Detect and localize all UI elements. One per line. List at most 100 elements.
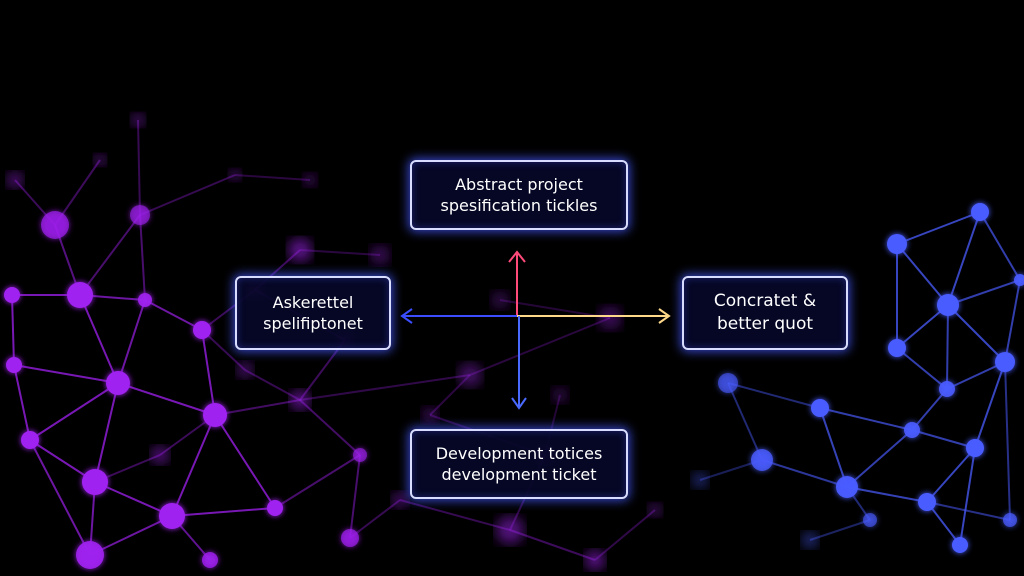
node-line: Askerettel — [272, 293, 354, 312]
purple-network-node — [370, 245, 390, 265]
blue-network-edge — [809, 519, 871, 541]
purple-network-edge — [469, 317, 611, 376]
node-left: Askerettel spelifiptonet — [235, 276, 391, 350]
purple-network-node — [202, 552, 218, 568]
blue-network-edge — [896, 211, 981, 245]
blue-network-node — [966, 439, 984, 457]
purple-network-node — [6, 357, 22, 373]
purple-network-node — [648, 503, 662, 517]
purple-network-edge — [274, 454, 361, 509]
purple-network-node — [106, 371, 130, 395]
purple-network-node — [193, 321, 211, 339]
purple-network-node — [392, 492, 408, 508]
purple-network-edge — [299, 249, 381, 256]
purple-network-edge — [299, 374, 471, 401]
blue-network-node — [918, 493, 936, 511]
blue-network-edge — [1004, 279, 1021, 363]
purple-network-node — [94, 154, 106, 166]
blue-network-edge — [1004, 361, 1011, 521]
blue-network-edge — [819, 407, 848, 488]
purple-network-node — [76, 541, 104, 569]
purple-network-edge — [171, 414, 216, 517]
purple-network-node — [267, 500, 283, 516]
purple-network-node — [598, 306, 622, 330]
blue-network-edge — [974, 361, 1006, 449]
purple-network-edge — [299, 399, 361, 456]
purple-network-edge — [594, 509, 656, 561]
purple-network-node — [4, 287, 20, 303]
purple-network-node — [130, 205, 150, 225]
blue-network-node — [802, 532, 818, 548]
blue-network-edge — [946, 304, 949, 390]
arrow-to-top — [508, 250, 526, 316]
purple-network-node — [203, 403, 227, 427]
purple-network-edge — [117, 382, 216, 416]
purple-network-edge — [11, 294, 15, 366]
purple-network-edge — [79, 294, 119, 384]
purple-network-edge — [89, 515, 173, 556]
blue-network-node — [692, 472, 708, 488]
purple-network-edge — [349, 454, 361, 539]
blue-network-edge — [846, 486, 928, 503]
purple-network-node — [496, 516, 524, 544]
purple-network-node — [138, 293, 152, 307]
purple-network-node — [41, 211, 69, 239]
purple-network-node — [491, 291, 509, 309]
blue-network-node — [863, 513, 877, 527]
node-abstract-project: Abstract project spesification tickles — [410, 160, 628, 230]
blue-network-edge — [947, 304, 1006, 363]
purple-network-node — [290, 390, 310, 410]
arrow-to-bottom — [511, 316, 527, 410]
purple-network-edge — [29, 382, 119, 441]
blue-network-edge — [926, 501, 961, 546]
purple-network-node — [552, 387, 568, 403]
purple-network-node — [303, 173, 317, 187]
purple-network-node — [159, 503, 185, 529]
arrow-to-right — [517, 308, 671, 324]
purple-network-edge — [214, 414, 276, 509]
blue-network-edge — [896, 347, 948, 390]
node-line: spesification tickles — [440, 196, 598, 215]
purple-network-edge — [13, 364, 119, 384]
node-line: development ticket — [441, 465, 597, 484]
purple-network-edge — [144, 299, 203, 331]
purple-network-edge — [234, 174, 311, 181]
blue-network-node — [887, 234, 907, 254]
blue-network-node — [904, 422, 920, 438]
purple-network-edge — [94, 481, 173, 517]
node-line: spelifiptonet — [263, 314, 363, 333]
blue-network-edge — [727, 382, 763, 461]
purple-network-edge — [349, 499, 401, 539]
blue-network-node — [718, 373, 738, 393]
blue-network-node — [888, 339, 906, 357]
purple-network-node — [229, 169, 241, 181]
purple-network-node — [585, 550, 605, 570]
purple-network-node — [422, 407, 438, 423]
blue-network-edge — [947, 279, 1021, 306]
node-line: Abstract project — [455, 175, 583, 194]
purple-network-edge — [94, 382, 119, 483]
blue-network-edge — [979, 211, 1021, 281]
blue-network-edge — [947, 211, 981, 306]
purple-network-edge — [139, 174, 236, 216]
purple-network-edge — [201, 329, 246, 371]
purple-network-node — [237, 362, 253, 378]
purple-network-edge — [13, 364, 31, 441]
purple-network-node — [151, 446, 169, 464]
purple-network-node — [353, 448, 367, 462]
purple-network-node — [21, 431, 39, 449]
purple-network-edge — [399, 499, 511, 531]
blue-network-node — [971, 203, 989, 221]
node-line: Development totices — [435, 444, 603, 463]
purple-network-edge — [117, 299, 146, 384]
blue-network-edge — [727, 382, 821, 409]
purple-network-edge — [509, 529, 596, 561]
purple-network-edge — [299, 339, 346, 401]
purple-network-node — [82, 469, 108, 495]
purple-network-edge — [29, 439, 91, 556]
blue-network-node — [995, 352, 1015, 372]
blue-network-edge — [959, 447, 976, 546]
blue-network-node — [811, 399, 829, 417]
